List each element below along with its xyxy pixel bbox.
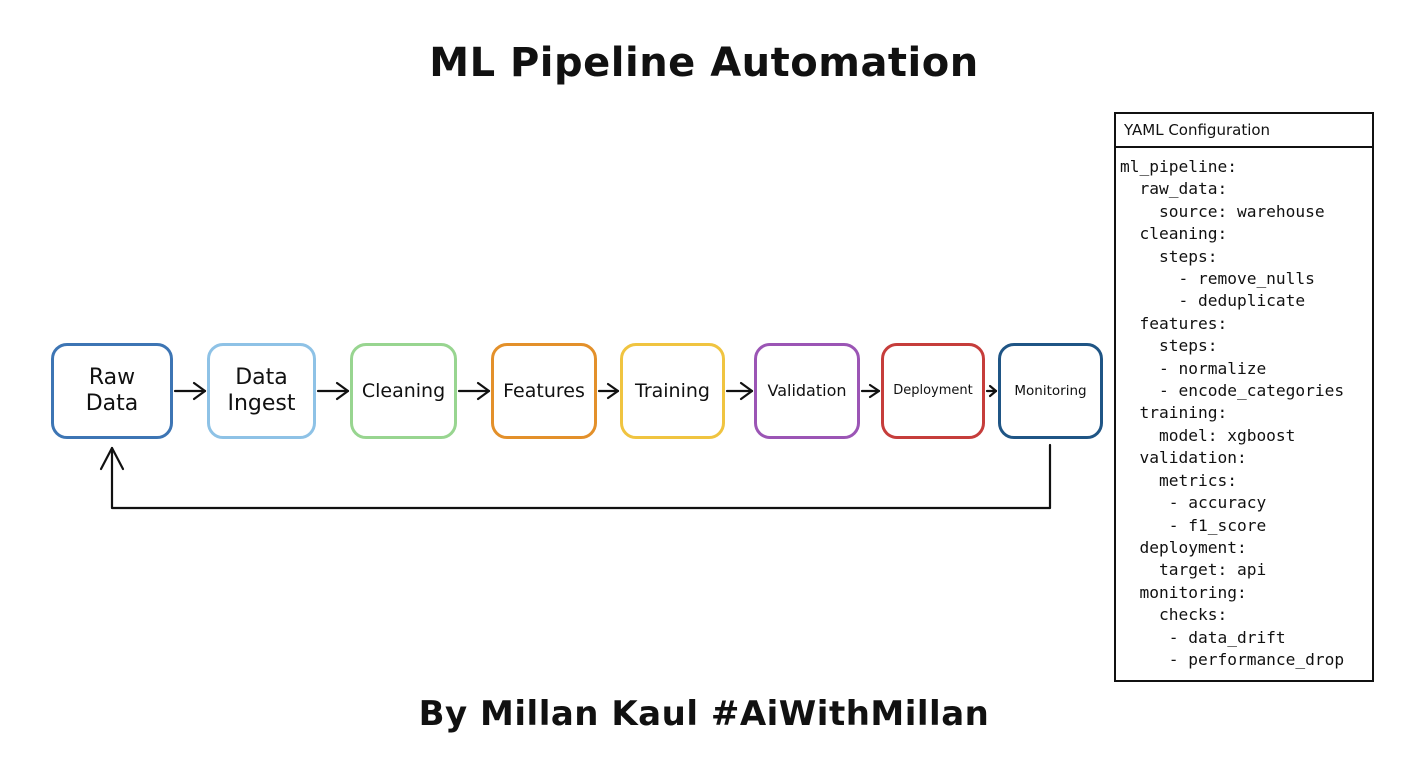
arrow-deployment-to-monitoring — [985, 384, 998, 398]
arrow-training-to-validation — [725, 381, 754, 401]
yaml-line: monitoring: — [1120, 582, 1247, 602]
stage-training: Training — [620, 343, 725, 439]
yaml-line: steps: — [1120, 336, 1218, 356]
stage-cleaning-label: Cleaning — [361, 379, 446, 402]
stage-data-ingest: Data Ingest — [207, 343, 316, 439]
yaml-line: model: xgboost — [1120, 425, 1296, 445]
stage-deployment: Deployment — [881, 343, 985, 439]
yaml-config-body: ml_pipeline: raw_data: source: warehouse… — [1116, 148, 1372, 671]
yaml-line: cleaning: — [1120, 224, 1228, 244]
yaml-line: raw_data: — [1120, 179, 1228, 199]
stage-features-label: Features — [503, 379, 585, 402]
stage-features: Features — [491, 343, 597, 439]
author-footer: By Millan Kaul #AiWithMillan — [418, 694, 990, 734]
yaml-line: - data_drift — [1120, 627, 1286, 647]
yaml-config-title: YAML Configuration — [1116, 114, 1372, 148]
stage-data-ingest-line-2: Ingest — [227, 391, 296, 416]
arrow-ingest-to-cleaning — [316, 381, 350, 401]
yaml-line: validation: — [1120, 448, 1247, 468]
yaml-line: training: — [1120, 403, 1228, 423]
yaml-line: deployment: — [1120, 537, 1247, 557]
arrow-raw-to-ingest — [173, 381, 207, 401]
yaml-line: steps: — [1120, 246, 1218, 266]
arrow-validation-to-deployment — [860, 383, 881, 399]
yaml-line: - performance_drop — [1120, 649, 1345, 669]
yaml-line: checks: — [1120, 605, 1228, 625]
yaml-line: source: warehouse — [1120, 201, 1325, 221]
stage-raw-data: Raw Data — [51, 343, 173, 439]
yaml-config-panel: YAML Configuration ml_pipeline: raw_data… — [1114, 112, 1374, 682]
stage-data-ingest-line-1: Data — [235, 364, 288, 390]
feedback-loop-arrow — [99, 443, 1052, 510]
stage-monitoring-label: Monitoring — [1014, 382, 1087, 399]
stage-validation: Validation — [754, 343, 860, 439]
stage-raw-data-line-1: Raw — [88, 364, 136, 390]
stage-validation-label: Validation — [767, 381, 847, 401]
arrow-cleaning-to-features — [457, 381, 491, 401]
yaml-line: - deduplicate — [1120, 291, 1306, 311]
yaml-line: - normalize — [1120, 358, 1267, 378]
arrow-features-to-training — [597, 382, 620, 400]
yaml-line: ml_pipeline: — [1120, 157, 1237, 176]
yaml-line: target: api — [1120, 560, 1267, 580]
stage-monitoring: Monitoring — [998, 343, 1103, 439]
stage-raw-data-line-2: Data — [85, 391, 139, 416]
yaml-line: - accuracy — [1120, 493, 1267, 513]
stage-cleaning: Cleaning — [350, 343, 457, 439]
yaml-line: - f1_score — [1120, 515, 1267, 535]
yaml-line: metrics: — [1120, 470, 1237, 490]
yaml-line: features: — [1120, 313, 1228, 333]
yaml-line: - encode_categories — [1120, 381, 1345, 401]
yaml-line: - remove_nulls — [1120, 269, 1315, 289]
stage-deployment-label: Deployment — [893, 383, 973, 399]
stage-training-label: Training — [635, 379, 710, 402]
diagram-title: ML Pipeline Automation — [429, 40, 979, 86]
